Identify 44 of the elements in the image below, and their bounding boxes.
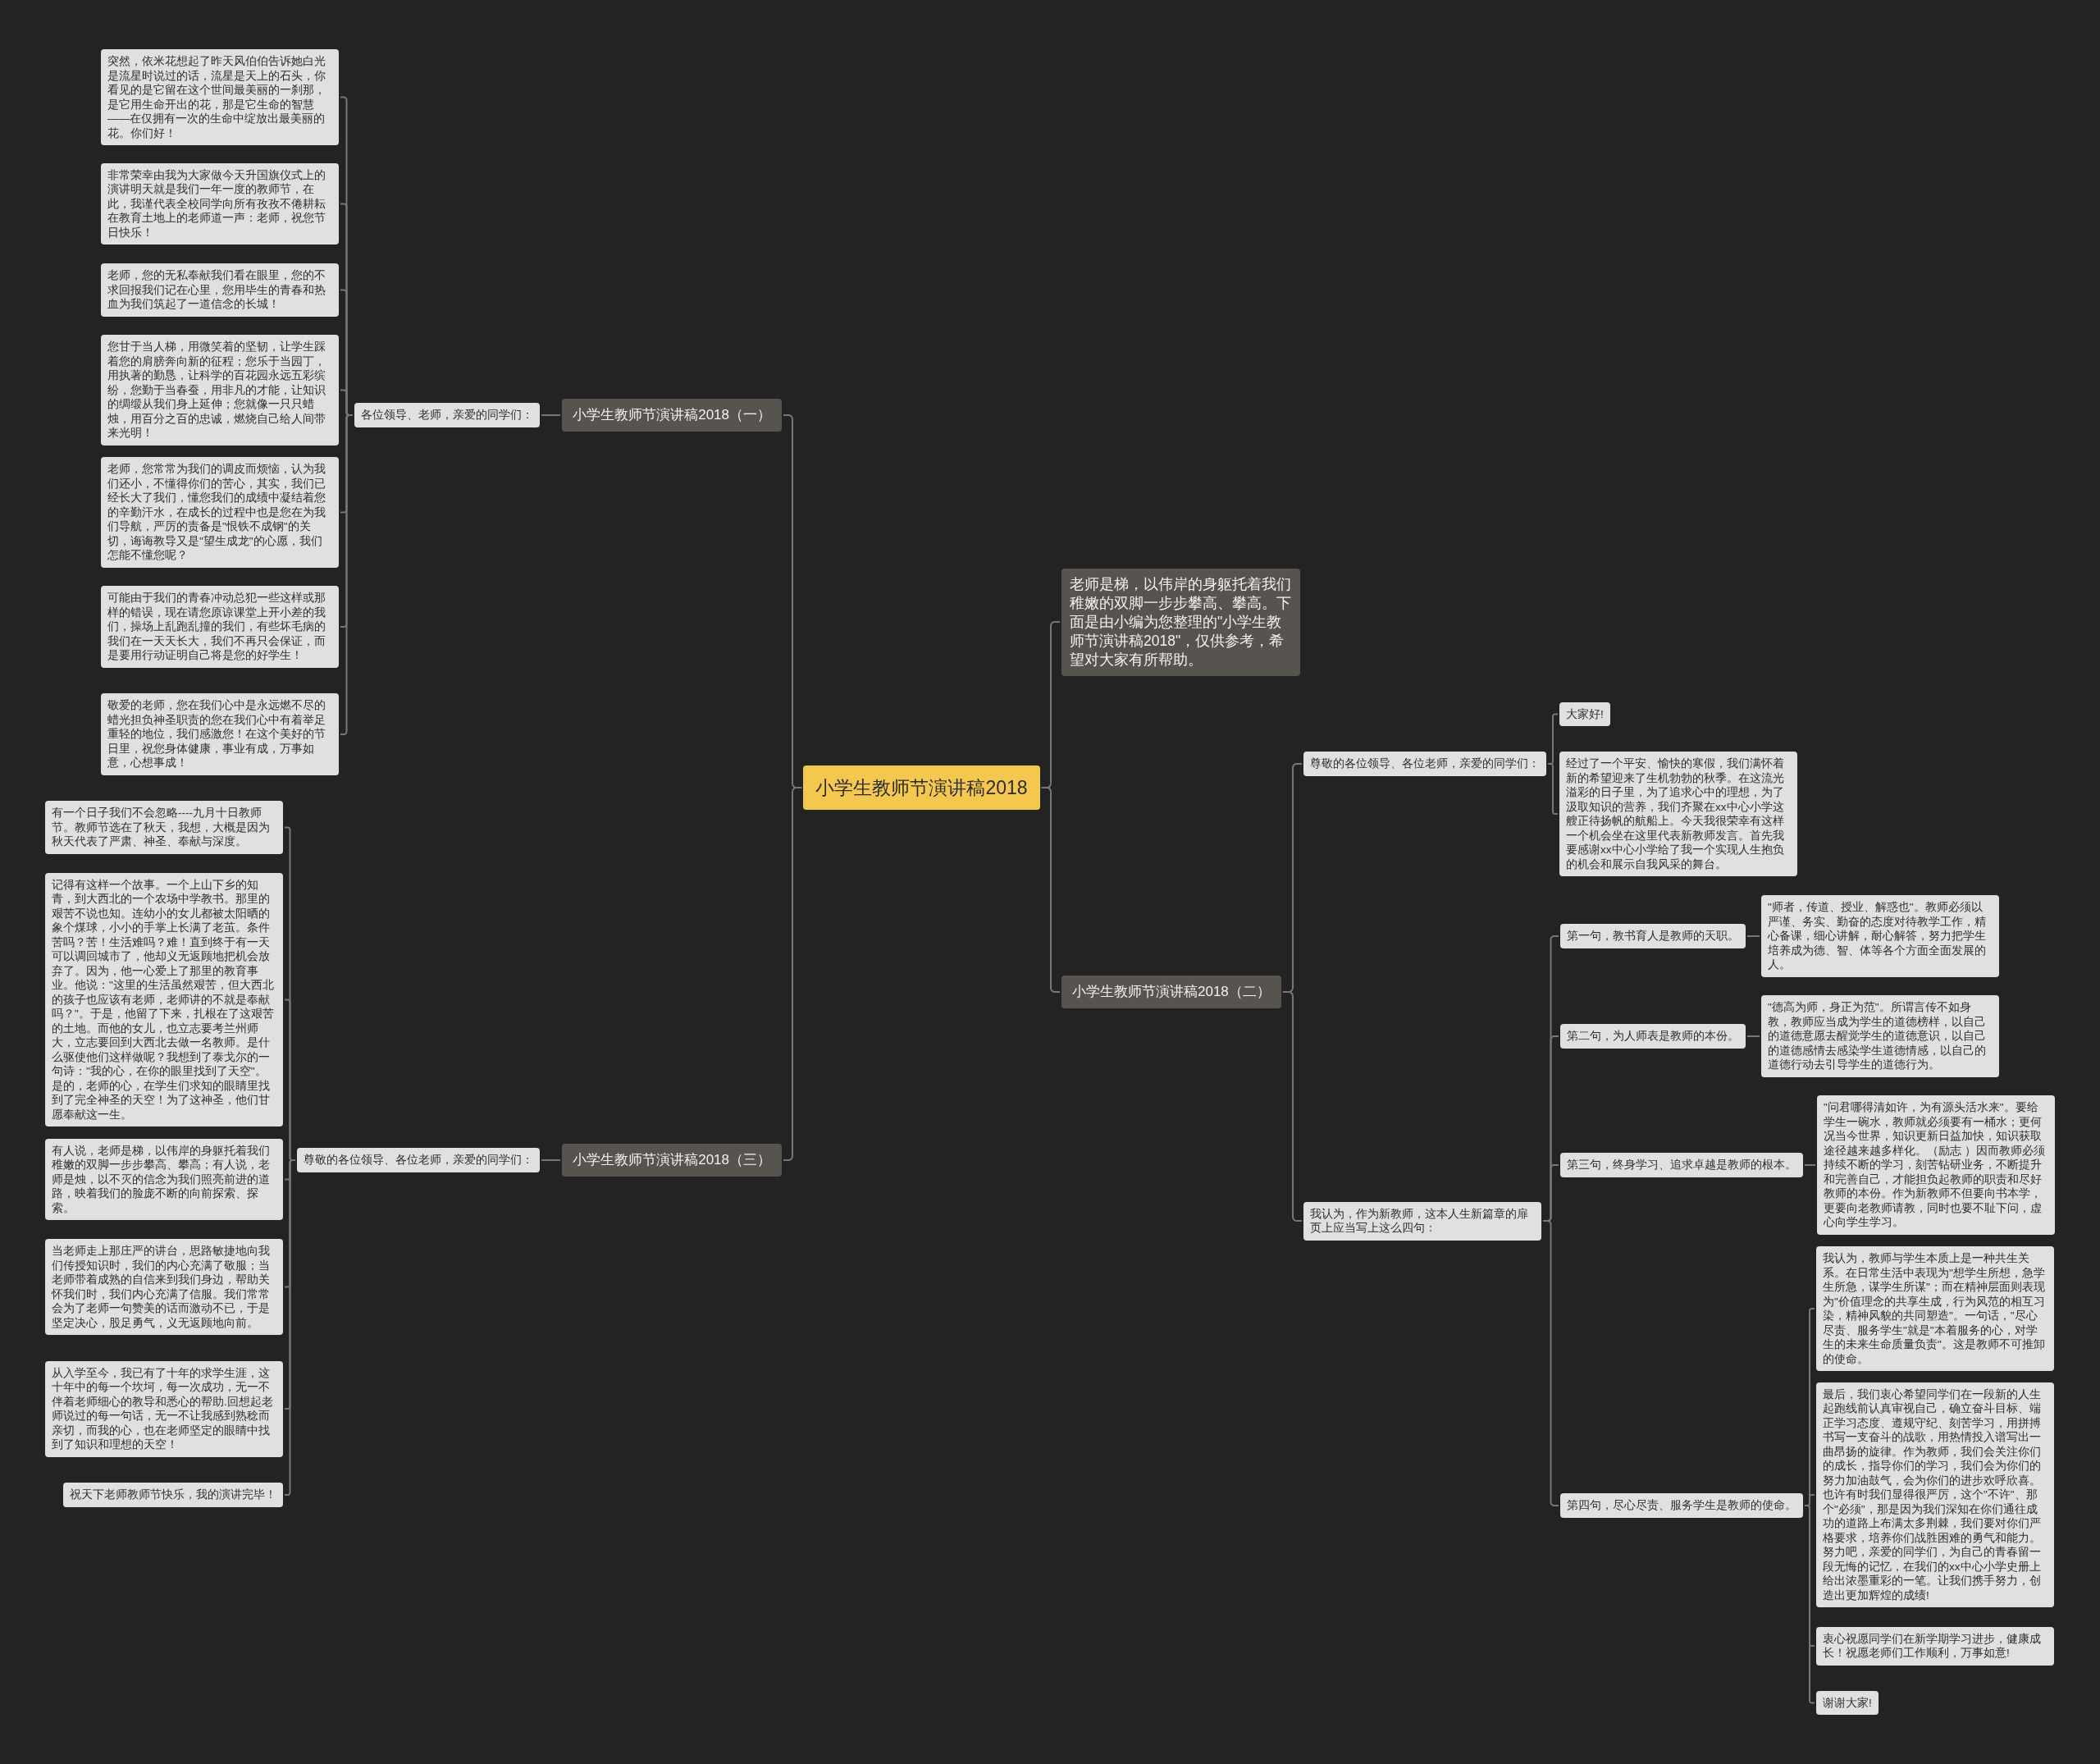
main-topic: 小学生教师节演讲稿2018（二） xyxy=(1061,976,1281,1008)
text-card: 第二句，为人师表是教师的本份。 xyxy=(1560,1024,1746,1049)
main-topic: 小学生教师节演讲稿2018（一） xyxy=(562,399,782,432)
text-card: 尊敬的各位领导、各位老师，亲爱的同学们： xyxy=(297,1148,540,1172)
text-card: 第一句，教书育人是教师的天职。 xyxy=(1560,924,1746,948)
connector-line xyxy=(1746,935,1760,937)
text-card: 有人说，老师是梯，以伟岸的身躯托着我们稚嫩的双脚一步步攀高、攀高；有人说，老师是烛，以不灭的信念为我们照亮前进的道路，映着我们的脸庞不断的向前探索、探索。 xyxy=(45,1138,283,1221)
connector-line xyxy=(1746,1035,1760,1037)
text-card: 衷心祝愿同学们在新学期学习进步，健康成长！祝愿老师们工作顺利，万事如意! xyxy=(1816,1626,2054,1666)
text-card: 尊敬的各位领导、各位老师，亲爱的同学们： xyxy=(1303,752,1546,776)
text-card: 各位领导、老师，亲爱的同学们： xyxy=(354,403,540,427)
text-card: "德高为师，身正为范"。所谓言传不如身教，教师应当成为学生的道德榜样，以自己的道德意愿去醒觉学生的道德意识，以自己的道德感情去感染学生道德情感，以自己的道德行动去引导学生的道德行为。 xyxy=(1761,995,1999,1077)
intro-note: 老师是梯，以伟岸的身躯托着我们稚嫩的双脚一步步攀高、攀高。下面是由小编为您整理的"小学生教师节演讲稿2018"，仅供参考，希望对大家有所帮助。 xyxy=(1061,568,1300,676)
text-card: 我认为，教师与学生本质上是一种共生关系。在日常生活中表现为"想学生所想，急学生所急，谋学生所谋"；而在精神层面则表现为"价值理念的共享生成，行为风范的相互习染，精神风貌的共同塑造"。一句话，"尽心尽责、服务学生"就是"本着服务的心，对学生的未来生命质量负责"。这是教师不可推卸的使命。 xyxy=(1816,1246,2054,1371)
main-topic: 小学生教师节演讲稿2018（三） xyxy=(562,1144,782,1177)
text-card: 记得有这样一个故事。一个上山下乡的知青，到大西北的一个农场中学教书。那里的艰苦不说也知。连幼小的女儿都被太阳晒的象个煤球，小小的手掌上长满了老茧。条件苦吗？苦！生活难吗？难！直到终于有一天可以调回城市了，他却义无返顾地把机会放弃了。因为，他一心爱上了那里的教育事业。他说："这里的生活虽然艰苦，但大西北的孩子也应该有老师，老师讲的不就是奉献吗？"。于是，他留了下来，扎根在了这艰苦的土地。而他的女儿，也立志要考兰州师大，立志要回到大西北去做一名教师。是什么驱使他们这样做呢？我想到了泰戈尔的一句诗："我的心，在你的眼里找到了天空"。是的，老师的心，在学生们求知的眼睛里找到了完全神圣的天空！为了这神圣，他们甘愿奉献这一生。 xyxy=(45,872,283,1127)
connector-line xyxy=(1542,1220,1559,1506)
text-card: 非常荣幸由我为大家做今天升国旗仪式上的演讲明天就是我们一年一度的教师节，在此，我谨代表全校同学向所有孜孜不倦耕耘在教育土地上的老师道一声：老师，祝您节日快乐！ xyxy=(101,162,339,245)
text-card: 老师，您常常为我们的调皮而烦恼，认为我们还小，不懂得你们的苦心，其实，我们已经长大了我们，懂您我们的成绩中凝结着您的辛勤汗水，在成长的过程中也是您在为我们导航，严厉的责备是"恨铁不成钢"的关切，诲诲教导又是"望生成龙"的心愿，我们怎能不懂您呢？ xyxy=(101,457,339,568)
text-card: "问君哪得清如许，为有源头活水来"。要给学生一碗水，教师就必须要有一桶水；更何况当今世界，知识更新日益加快，知识获取途径越来越多样化。（励志 ）因而教师必须持续不断的学习，刻苦钻研业务，不断提升和完善自己，才能担负起教师的职责和尽好教师的本份。作为新教师不但要向书本学，更要向老教师请教，同时也要不耻下问，虚心向学生学习。 xyxy=(1817,1095,2055,1235)
text-card: 谢谢大家! xyxy=(1816,1690,1879,1716)
text-card: 老师，您的无私奉献我们看在眼里，您的不求回报我们记在心里，您用毕生的青春和热血为我们筑起了一道信念的长城！ xyxy=(101,263,339,317)
text-card: 可能由于我们的青春冲动总犯一些这样或那样的错误，现在请您原谅课堂上开小差的我们，操场上乱跑乱撞的我们，有些坏毛病的我们在一天天长大，我们不再只会保证，而是要用行动证明自己将是您的好学生！ xyxy=(101,586,339,668)
text-card: "师者，传道、授业、解惑也"。教师必须以严谨、务实、勤奋的态度对待教学工作，精心备课，细心讲解，耐心解答，努力把学生培养成为德、智、体等各个方面全面发展的人。 xyxy=(1761,895,1999,977)
connector-line xyxy=(1040,787,1061,993)
connector-line xyxy=(541,414,562,416)
text-card: 从入学至今，我已有了十年的求学生涯，这十年中的每一个坎坷，每一次成功，无一不伴着老师细心的教导和悉心的帮助.回想起老师说过的每一句话，无一不让我感到熟稔而亲切，而我的心，也在老师坚定的眼睛中找到了知识和理想的天空！ xyxy=(45,1360,283,1457)
text-card: 第四句，尽心尽责、服务学生是教师的使命。 xyxy=(1560,1493,1803,1518)
text-card: 当老师走上那庄严的讲台，思路敏捷地向我们传授知识时，我们的内心充满了敬服；当老师带着成熟的自信来到我们身边，帮助关怀我们时，我们内心充满了信服。我们常常会为了老师一句赞美的话而激动不已，于是坚定决心，股足勇气，义无返顾地向前。 xyxy=(45,1239,283,1335)
connector-line xyxy=(783,787,803,1161)
text-card: 您甘于当人梯，用微笑着的坚韧，让学生踩着您的肩膀奔向新的征程；您乐于当园丁，用执著的勤恳，让科学的百花园永远五彩缤纷，您勤于当春蚕，用非凡的才能，让知识的绸缎从我们身上延伸；您就像一只只蜡烛，用百分之百的忠诚，燃烧自己给人间带来光明！ xyxy=(101,335,339,446)
connector-line xyxy=(1281,991,1303,1222)
text-card: 突然，依米花想起了昨天风伯伯告诉她白光是流星时说过的话，流星是天上的石头，你看见的是它留在这个世间最美丽的一刹那，是它用生命开出的花，那是它生命的智慧——在仅拥有一次的生命中绽放出最美丽的花。你们好！ xyxy=(101,49,339,145)
connector-line xyxy=(1804,1164,1816,1166)
text-card: 经过了一个平安、愉快的寒假，我们满怀着新的希望迎来了生机勃勃的秋季。在这流光溢彩的日子里，为了追求心中的理想，为了汲取知识的营养，我们齐聚在xx中心小学这艘正待扬帆的航船上。今天我很荣幸有这样一个机会坐在这里代表新教师发言。首先我要感谢xx中心小学给了我一个实现人生抱负的机会和展示自我风采的舞台。 xyxy=(1559,752,1797,876)
text-card: 有一个日子我们不会忽略----九月十日教师节。教师节选在了秋天，我想，大概是因为秋天代表了严肃、神圣、奉献与深度。 xyxy=(45,801,283,854)
central-topic: 小学生教师节演讲稿2018 xyxy=(803,765,1040,810)
text-card: 大家好! xyxy=(1559,701,1610,727)
text-card: 第三句，终身学习、追求卓越是教师的根本。 xyxy=(1560,1153,1803,1177)
text-card: 敬爱的老师，您在我们心中是永远燃不尽的蜡光担负神圣职责的您在我们心中有着举足重轻的地位，我们感激您！在这个美好的节日里，祝您身体健康，事业有成，万事如意，心想事成！ xyxy=(101,693,339,775)
text-card: 最后，我们衷心希望同学们在一段新的人生起跑线前认真审视自己，确立奋斗目标、端正学习态度、遵规守纪、刻苦学习，用拼搏书写一支奋斗的战歌，用热情投入谱写出一曲昂扬的旋律。作为教师，我们会关注你们的成长，指导你们的学习，我们会为你们的努力加油鼓气，会为你们的进步欢呼欣喜。也许有时我们显得很严厉，这个"不许"、那个"必须"，那是因为我们深知在你们通往成功的道路上布满太多荆棘，我们要对你们严格要求，培养你们战胜困难的勇气和能力。努力吧，亲爱的同学们，为自己的青春留一段无悔的记忆，在我们的xx中心小学史册上给出浓墨重彩的一笔。让我们携手努力，创造出更加辉煌的成绩! xyxy=(1816,1382,2054,1608)
text-card: 我认为，作为新教师，这本人生新篇章的扉页上应当写上这么四句： xyxy=(1303,1201,1541,1241)
text-card: 祝天下老师教师节快乐，我的演讲完毕！ xyxy=(63,1483,283,1507)
connector-line xyxy=(541,1159,562,1161)
